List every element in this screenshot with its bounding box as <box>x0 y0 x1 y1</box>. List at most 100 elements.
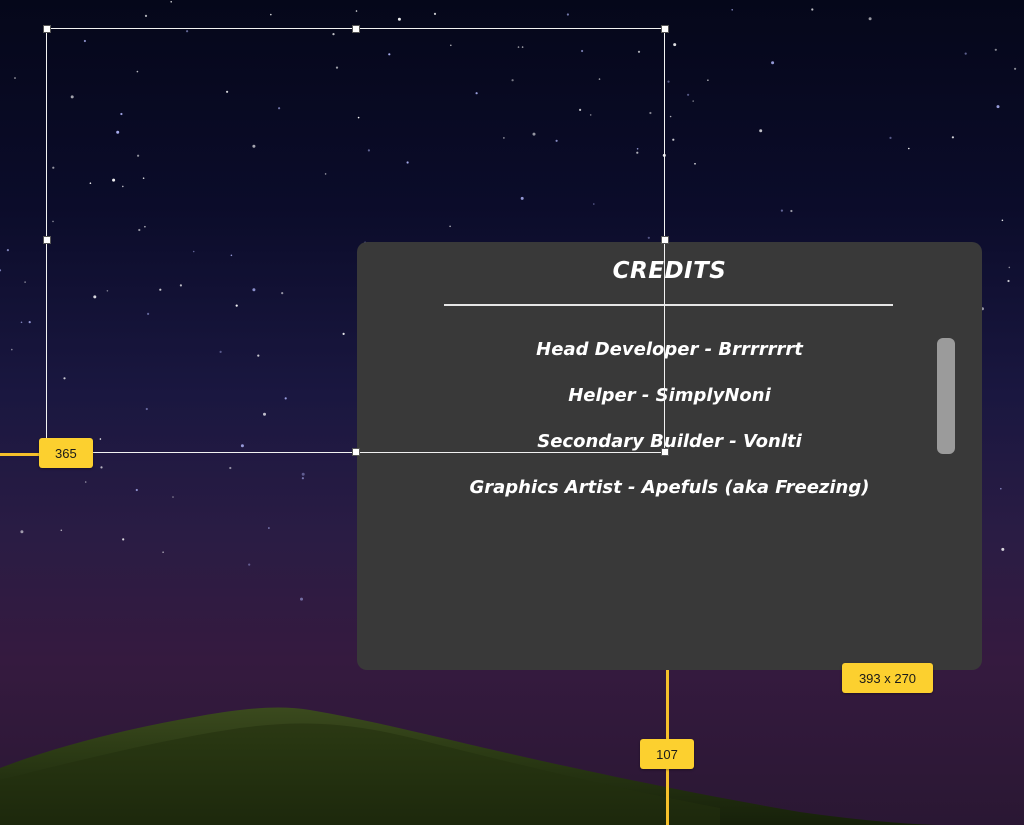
credit-line: Helper - SimplyNoni <box>568 385 771 406</box>
star <box>406 161 409 164</box>
star <box>192 250 195 253</box>
star <box>673 43 677 47</box>
star <box>136 70 139 73</box>
star <box>388 53 391 56</box>
star <box>147 312 150 315</box>
star <box>170 0 172 3</box>
star <box>142 177 145 179</box>
star <box>14 77 16 79</box>
star <box>511 79 514 82</box>
star <box>771 61 775 65</box>
star <box>252 144 256 148</box>
star <box>647 236 650 239</box>
star <box>636 151 639 154</box>
star <box>790 209 793 213</box>
star <box>159 288 162 291</box>
resize-handle-left[interactable] <box>43 236 51 244</box>
star <box>172 496 174 498</box>
resize-handle-bottom-right[interactable] <box>661 448 669 456</box>
star <box>357 116 360 119</box>
star <box>335 66 339 69</box>
star <box>475 92 478 95</box>
bottom-offset-badge: 107 <box>640 739 694 769</box>
star <box>226 90 229 93</box>
star <box>229 466 232 470</box>
resize-handle-bottom[interactable] <box>352 448 360 456</box>
star <box>122 185 124 188</box>
star <box>278 107 281 110</box>
star <box>116 130 120 134</box>
star <box>240 444 244 448</box>
star <box>889 136 892 139</box>
star <box>996 105 1000 109</box>
star <box>707 79 709 81</box>
star <box>83 39 86 43</box>
star <box>52 166 55 169</box>
star <box>503 137 505 139</box>
star <box>20 321 23 324</box>
star <box>28 321 31 324</box>
star <box>324 173 327 175</box>
star <box>581 49 584 53</box>
star <box>144 14 148 17</box>
star <box>24 281 26 283</box>
star <box>397 17 401 21</box>
star <box>179 284 182 287</box>
star <box>137 154 140 157</box>
star <box>692 100 694 102</box>
credits-list: Head Developer - Brrrrrrrt Helper - Simp… <box>357 337 982 521</box>
star <box>1001 547 1005 551</box>
title-divider <box>444 304 893 306</box>
star <box>60 529 63 532</box>
star <box>138 228 141 232</box>
star <box>257 354 260 357</box>
star <box>1000 487 1002 490</box>
star <box>301 472 305 476</box>
star <box>63 377 66 380</box>
resize-handle-right[interactable] <box>661 236 669 244</box>
star <box>120 112 123 116</box>
star <box>235 304 238 307</box>
star <box>450 44 452 47</box>
left-offset-badge: 365 <box>39 438 93 468</box>
credit-line: Secondary Builder - Vonlti <box>537 431 802 452</box>
horizontal-guide-line <box>0 453 47 456</box>
resize-handle-top[interactable] <box>352 25 360 33</box>
star <box>20 530 24 534</box>
star <box>1014 67 1017 70</box>
star <box>89 182 92 184</box>
star <box>672 138 675 141</box>
star <box>263 412 266 416</box>
star <box>300 597 303 601</box>
star <box>162 551 164 553</box>
star <box>566 13 570 16</box>
star <box>6 249 9 252</box>
star <box>1007 279 1010 283</box>
star <box>868 17 872 21</box>
star <box>637 50 641 53</box>
star <box>284 397 287 400</box>
star <box>449 225 451 228</box>
scrollbar-thumb[interactable] <box>937 338 955 454</box>
star <box>301 477 304 480</box>
star <box>342 332 345 335</box>
star <box>99 438 102 440</box>
star <box>598 78 601 80</box>
star <box>433 12 437 15</box>
credits-title: CREDITS <box>612 258 727 284</box>
star <box>694 163 696 165</box>
size-badge: 393 x 270 <box>842 663 933 693</box>
star <box>281 292 284 295</box>
resize-handle-top-left[interactable] <box>43 25 51 33</box>
resize-handle-top-right[interactable] <box>661 25 669 33</box>
star <box>367 149 370 152</box>
star <box>667 80 670 83</box>
star <box>521 46 524 48</box>
star <box>112 178 116 182</box>
star <box>649 111 652 115</box>
star <box>84 481 87 483</box>
star <box>589 114 592 116</box>
star <box>93 295 97 299</box>
star <box>122 538 125 541</box>
